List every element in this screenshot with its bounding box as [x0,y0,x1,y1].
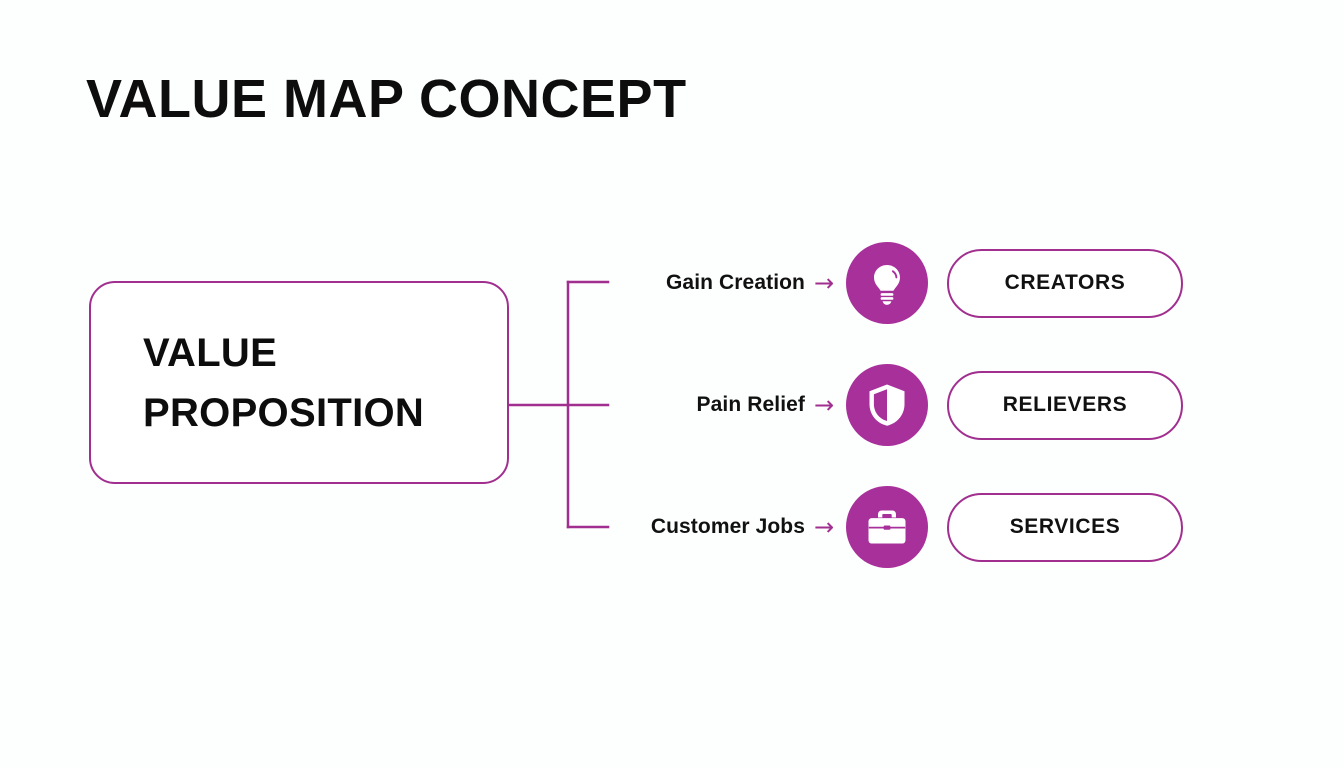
icon-badge-pain-relief[interactable] [846,364,928,446]
row-pain-relief: Pain Relief → RELIEVERS [560,359,1183,451]
bracket-connector [507,280,610,529]
row-label-customer-jobs: Customer Jobs [650,515,805,538]
arrow-right-icon: → [813,391,835,419]
icon-badge-customer-jobs[interactable] [846,486,928,568]
pill-label-creators: CREATORS [1004,271,1126,294]
value-proposition-box[interactable]: VALUE PROPOSITION [89,281,509,484]
value-proposition-line-1: VALUE [143,330,278,375]
row-gain-creation: Gain Creation → CREATORS [560,237,1183,329]
pill-services[interactable]: SERVICES [947,492,1183,562]
row-customer-jobs: Customer Jobs → SERVICES [560,481,1183,573]
shield-icon [869,384,905,426]
briefcase-icon [868,510,906,544]
icon-badge-gain-creation[interactable] [846,242,928,324]
page-title: VALUE MAP CONCEPT [86,69,687,129]
arrow-right-icon: → [813,513,835,541]
pill-label-services: SERVICES [1009,515,1121,538]
pill-creators[interactable]: CREATORS [947,248,1183,318]
arrow-right-icon: → [813,269,835,297]
row-label-gain-creation: Gain Creation [666,271,805,294]
row-label-pain-relief: Pain Relief [696,393,805,416]
lightbulb-icon [874,265,900,305]
pill-relievers[interactable]: RELIEVERS [947,370,1183,440]
pill-label-relievers: RELIEVERS [1002,393,1128,416]
value-proposition-line-2: PROPOSITION [143,390,425,435]
